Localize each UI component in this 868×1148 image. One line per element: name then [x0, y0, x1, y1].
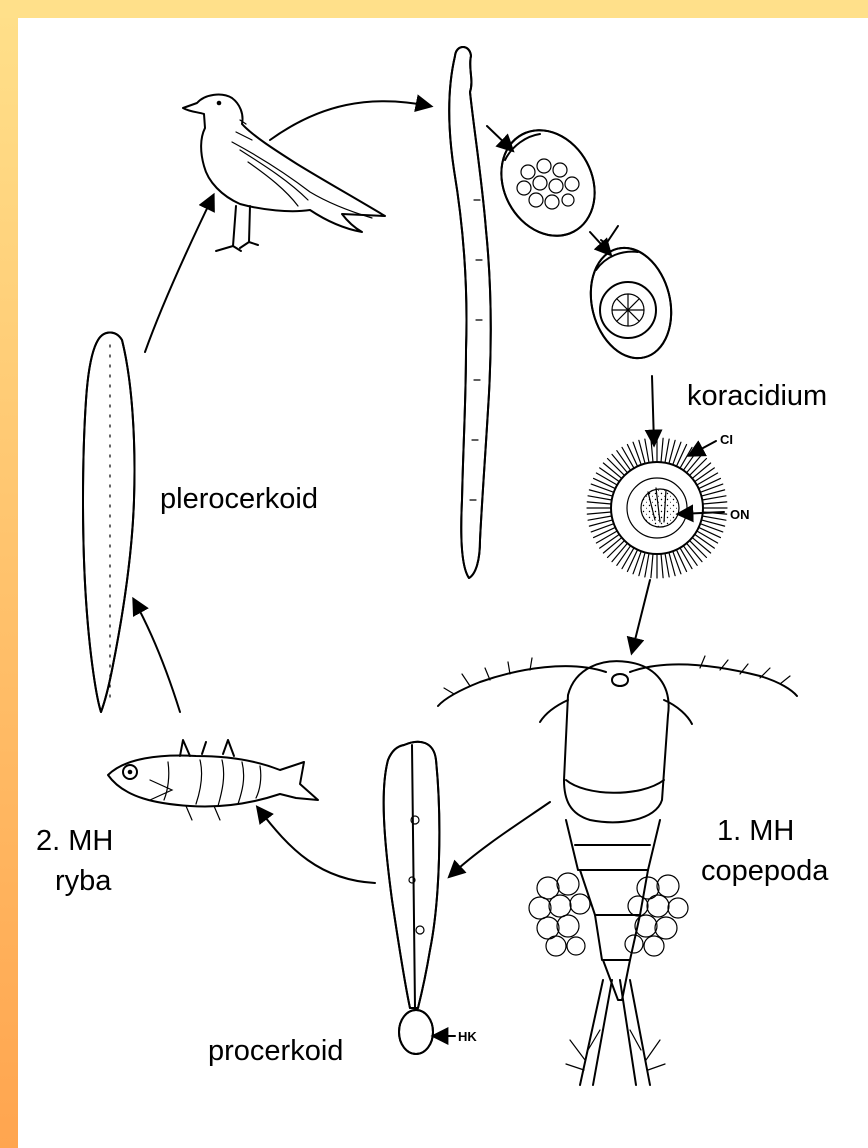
cilium [661, 554, 663, 578]
cilium [587, 502, 611, 504]
cycle-arrow-icon [145, 196, 213, 352]
cilium [588, 496, 612, 500]
cilium [676, 550, 686, 572]
gull-drawing [183, 95, 385, 251]
cilium [702, 496, 726, 500]
label-mh1-host: copepoda [701, 855, 829, 887]
cilium [596, 531, 617, 543]
tag-on: ON [730, 507, 750, 522]
tag-hk: HK [458, 1029, 477, 1044]
egg-drawing [483, 114, 612, 252]
coracidium-drawing [587, 438, 727, 578]
cilium [645, 553, 649, 577]
cilium [680, 548, 692, 569]
stickleback-drawing [108, 740, 318, 820]
cilium [594, 527, 616, 537]
cilium [596, 473, 617, 485]
cilium [703, 502, 727, 504]
cycle-arrow-icon [652, 376, 654, 444]
label-plerocerkoid: plerocerkoid [160, 483, 318, 515]
cilium [680, 447, 692, 468]
label-procerkoid: procerkoid [208, 1035, 343, 1067]
cycle-arrow-icon [632, 580, 650, 652]
label-mh2-number: 2. MH [36, 825, 113, 857]
adult-tapeworm-drawing [449, 47, 491, 578]
cycle-arrow-icon [601, 226, 618, 244]
cilium [695, 468, 715, 482]
cilium [594, 478, 616, 488]
cilium [600, 468, 620, 482]
label-mh2-host: ryba [55, 865, 112, 897]
cilium [699, 478, 721, 488]
cilium [617, 451, 631, 471]
tag-ci: CI [720, 432, 733, 447]
cilium [699, 527, 721, 537]
cilium [587, 512, 611, 514]
procercoid-drawing [384, 742, 455, 1054]
cycle-arrow-icon [450, 802, 550, 876]
cilium [600, 534, 620, 548]
cilium [651, 438, 653, 462]
cilium [665, 553, 669, 577]
cilium [676, 445, 686, 467]
cilium [622, 447, 634, 468]
cilium [702, 516, 726, 520]
cycle-arrow-icon [134, 600, 180, 712]
cilium [697, 531, 718, 543]
cilium [651, 554, 653, 578]
label-mh1-number: 1. MH [717, 815, 794, 847]
embryonated-egg-drawing [580, 239, 683, 367]
cilium [622, 548, 634, 569]
cilium [645, 439, 649, 463]
cilium [617, 546, 631, 566]
cilium [588, 516, 612, 520]
cilium [695, 534, 715, 548]
cilium [683, 546, 697, 566]
cilium [665, 439, 669, 463]
plerocercoid-drawing [83, 333, 135, 713]
cilium [683, 451, 697, 471]
egg-sac-left [529, 873, 590, 956]
label-koracidium: koracidium [687, 380, 827, 412]
cilium [661, 438, 663, 462]
cycle-arrow-icon [270, 101, 430, 140]
cilium [627, 550, 637, 572]
cilium [627, 445, 637, 467]
cilium [697, 473, 718, 485]
cycle-arrow-icon [258, 808, 375, 883]
